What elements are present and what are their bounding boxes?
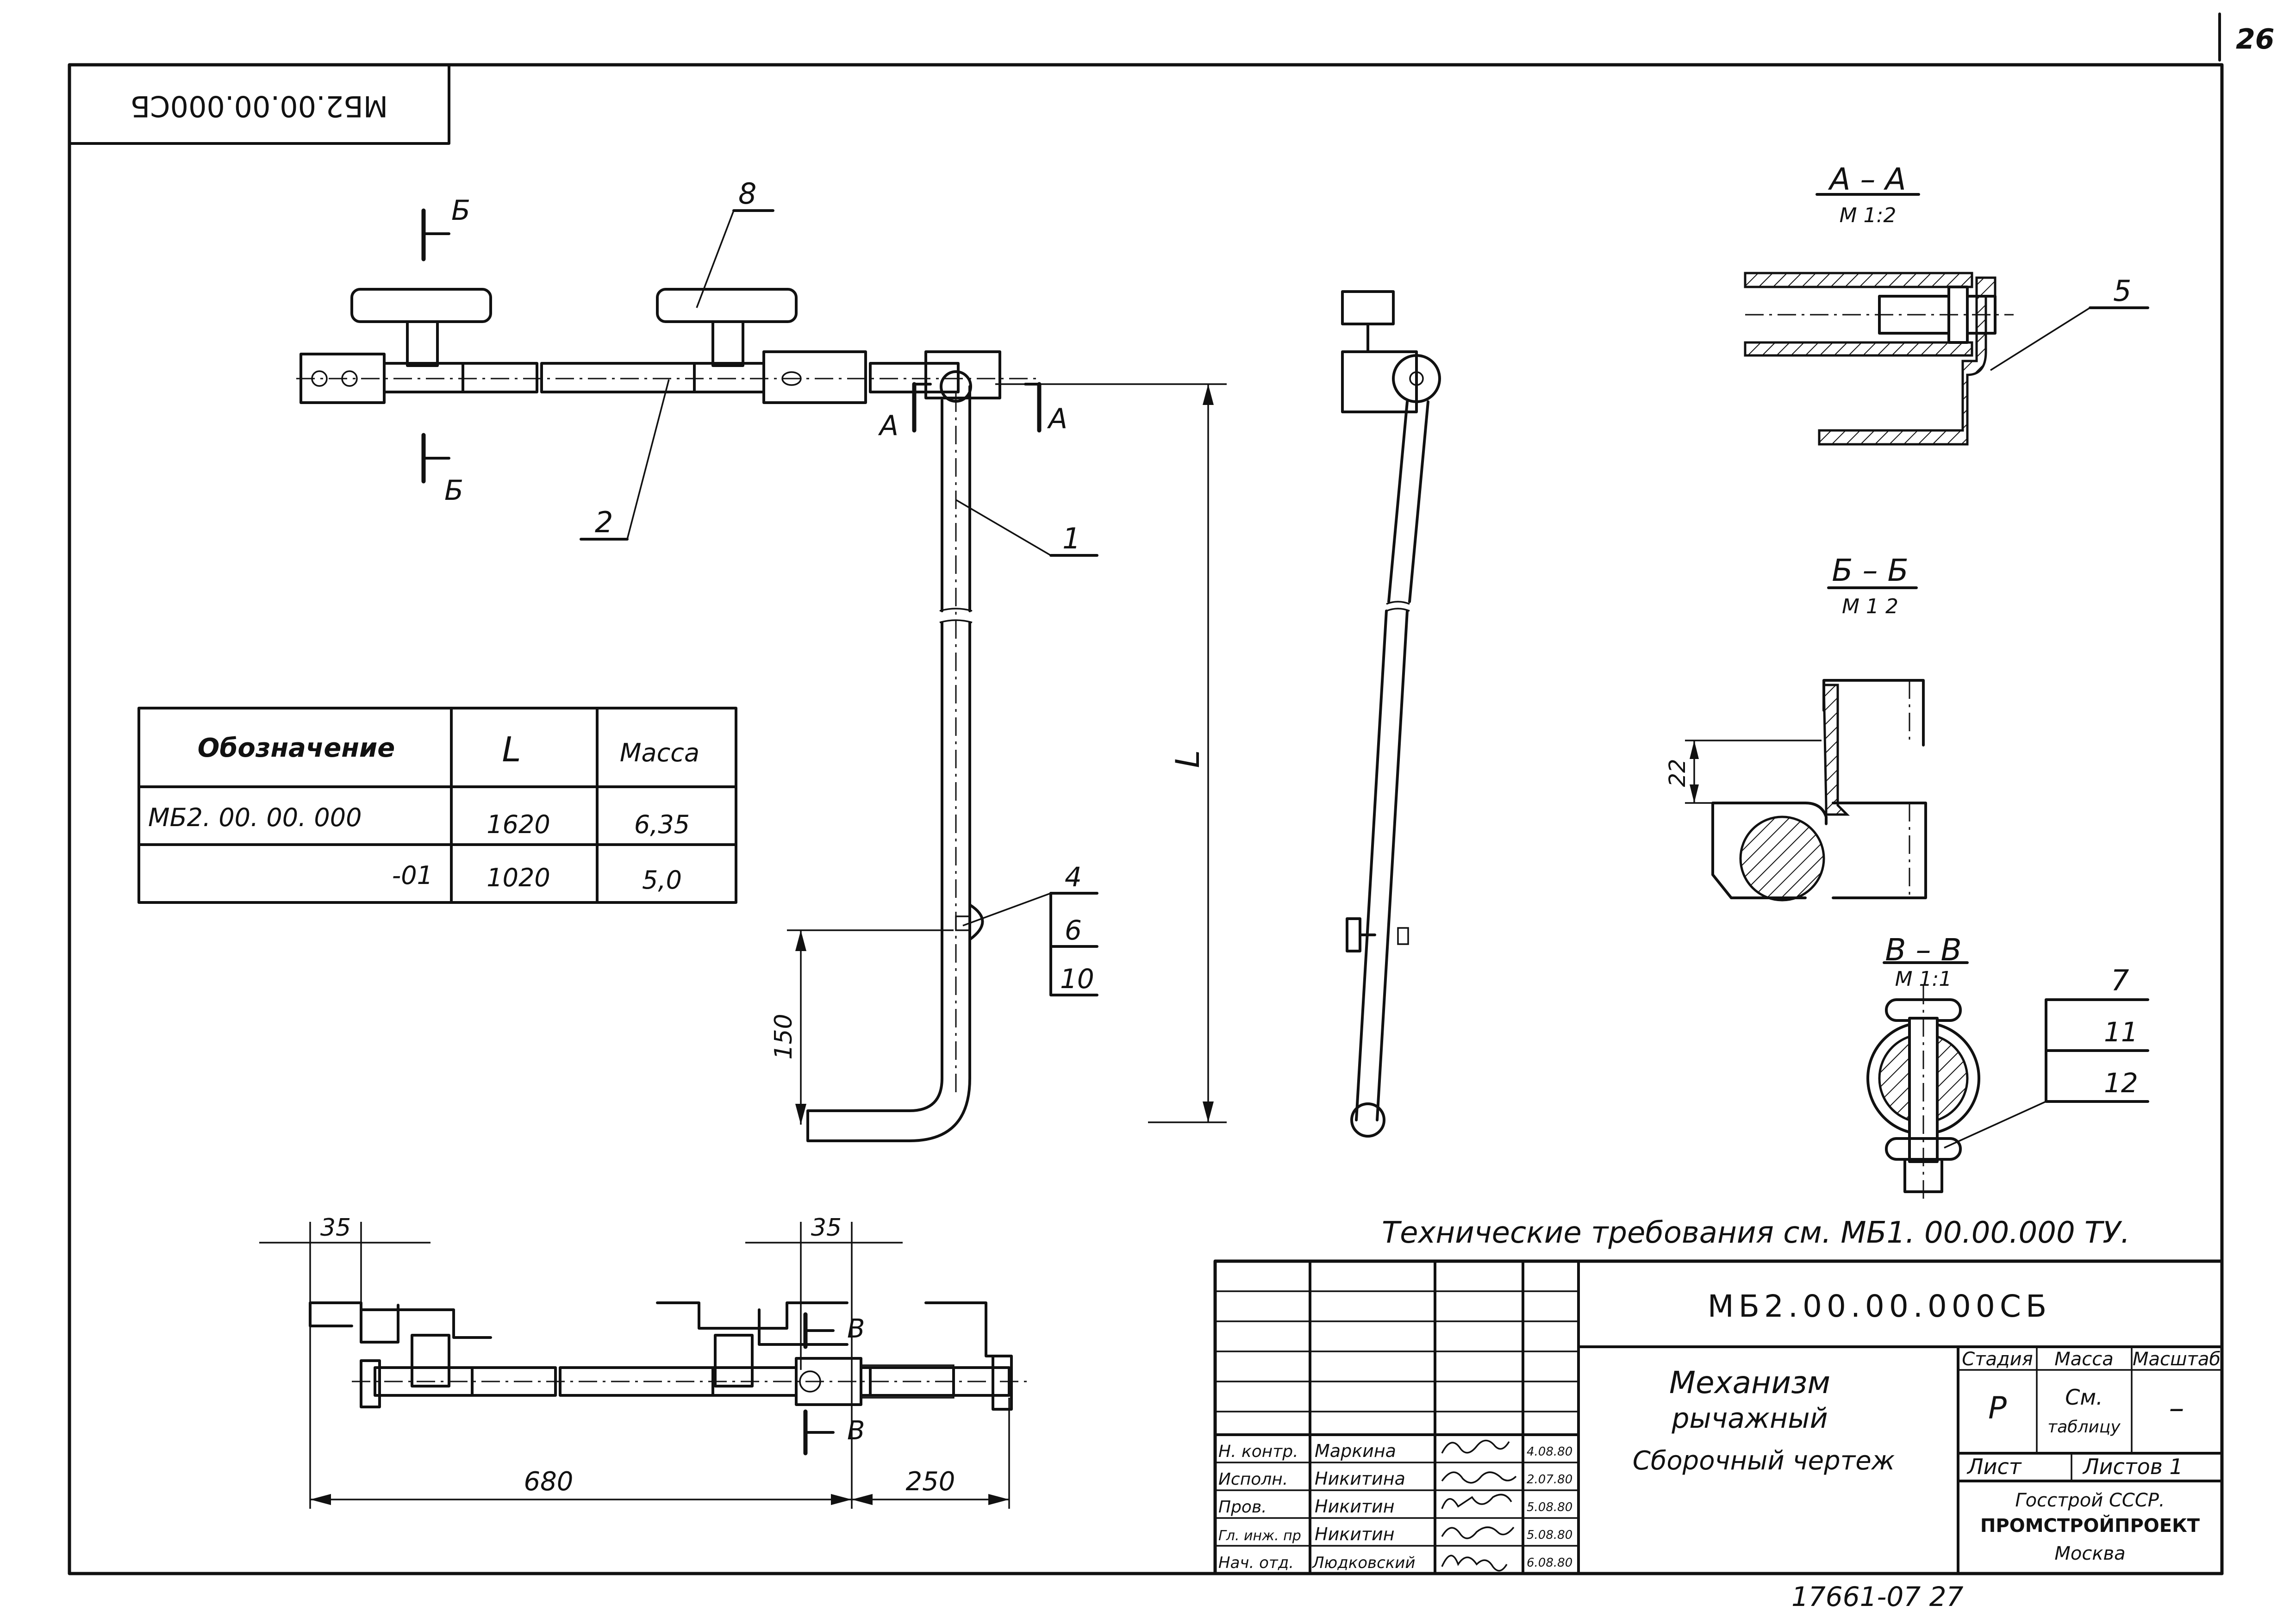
sig-date-4: 5.08.80 bbox=[1527, 1528, 1572, 1542]
section-b-top-label: Б bbox=[451, 194, 470, 227]
sheet-number: 26 bbox=[2236, 23, 2275, 56]
dimension-35-left: 35 bbox=[320, 1214, 351, 1242]
section-bb-title: Б – Б bbox=[1832, 553, 1909, 588]
section-aa bbox=[1744, 193, 2149, 446]
dimension-L-label: L bbox=[1169, 750, 1207, 768]
leaders-main bbox=[580, 209, 1098, 996]
table-row-2-L: 1020 bbox=[487, 863, 550, 892]
position-1: 1 bbox=[1062, 522, 1080, 555]
side-view bbox=[1341, 290, 1441, 1138]
position-4: 4 bbox=[1065, 861, 1082, 893]
section-vv bbox=[1866, 961, 2149, 1203]
section-marker-b bbox=[421, 208, 450, 484]
org-line-1: Госстрой СССР. bbox=[2015, 1490, 2165, 1511]
position-8: 8 bbox=[738, 177, 756, 211]
dimension-35-right: 35 bbox=[811, 1214, 842, 1242]
sig-name-5: Людковский bbox=[1311, 1554, 1416, 1572]
table-row-1-mass: 6,35 bbox=[634, 810, 690, 839]
dimension-L bbox=[995, 383, 1227, 1123]
bottom-dimensions bbox=[259, 1222, 1010, 1509]
variants-table bbox=[137, 707, 737, 904]
table-row-1-L: 1620 bbox=[487, 810, 550, 839]
title-block-name-3: Сборочный чертеж bbox=[1633, 1446, 1895, 1476]
section-v-top-label: В bbox=[847, 1314, 865, 1344]
table-row-2-mass: 5,0 bbox=[642, 865, 682, 895]
section-vv-title: В – В bbox=[1885, 932, 1962, 968]
sheet-label: Лист bbox=[1966, 1454, 2022, 1479]
sig-role-2: Исполн. bbox=[1218, 1470, 1288, 1489]
dimension-680: 680 bbox=[524, 1467, 574, 1497]
sig-name-2: Никитина bbox=[1315, 1468, 1405, 1489]
dimension-250: 250 bbox=[906, 1467, 955, 1497]
top-view bbox=[296, 288, 1037, 1142]
table-row-1-designation: МБ2. 00. 00. 000 bbox=[148, 803, 362, 832]
bottom-view bbox=[309, 1301, 1028, 1456]
scale-header: Масштаб bbox=[2133, 1349, 2221, 1370]
position-11: 11 bbox=[2104, 1016, 2138, 1048]
sheets-label: Листов 1 bbox=[2082, 1454, 2183, 1479]
mass-header: Масса bbox=[2054, 1349, 2114, 1370]
dimension-150 bbox=[787, 929, 954, 1125]
sig-date-5: 6.08.80 bbox=[1527, 1556, 1572, 1570]
signature-rows: Н. контр. Маркина 4.08.80 Исполн. Никити… bbox=[1218, 1441, 1572, 1572]
sig-date-2: 2.07.80 bbox=[1527, 1473, 1572, 1487]
section-aa-scale: М 1:2 bbox=[1840, 204, 1897, 227]
sig-date-3: 5.08.80 bbox=[1527, 1500, 1572, 1514]
position-12: 12 bbox=[2104, 1067, 2138, 1099]
position-2: 2 bbox=[595, 505, 613, 539]
table-header-designation: Обозначение bbox=[198, 733, 395, 763]
sig-name-3: Никитин bbox=[1315, 1496, 1395, 1517]
stage-value: Р bbox=[1988, 1390, 2007, 1426]
dimension-22-label: 22 bbox=[1665, 759, 1691, 787]
title-block bbox=[1213, 1259, 2224, 1575]
section-a-right-label: А bbox=[1047, 403, 1067, 435]
stage-header: Стадия bbox=[1962, 1349, 2033, 1370]
dimension-150-label: 150 bbox=[770, 1014, 798, 1059]
org-line-3: Москва bbox=[2054, 1543, 2125, 1564]
section-bb bbox=[1685, 586, 1927, 902]
title-block-designation: МБ2.00.00.000СБ bbox=[1708, 1288, 2051, 1324]
scale-value: – bbox=[2169, 1390, 2184, 1426]
sig-date-1: 4.08.80 bbox=[1527, 1445, 1572, 1459]
table-header-mass: Масса bbox=[620, 738, 699, 767]
footer-code: 17661-07 27 bbox=[1791, 1581, 1964, 1612]
handwritten-signatures bbox=[1441, 1439, 1517, 1572]
sig-role-3: Пров. bbox=[1218, 1498, 1267, 1517]
tech-requirements: Технические требования см. МБ1. 00.00.00… bbox=[1382, 1216, 2130, 1250]
mass-value-2: таблицу bbox=[2047, 1418, 2121, 1437]
sig-name-1: Маркина bbox=[1315, 1441, 1396, 1461]
position-5: 5 bbox=[2113, 274, 2131, 308]
position-6: 6 bbox=[1065, 915, 1082, 946]
section-vv-scale: М 1:1 bbox=[1895, 967, 1952, 991]
position-10: 10 bbox=[1060, 963, 1094, 995]
table-row-2-designation: -01 bbox=[392, 861, 433, 890]
sig-role-1: Н. контр. bbox=[1218, 1442, 1298, 1461]
section-aa-title: А – А bbox=[1828, 162, 1906, 197]
section-v-bottom-label: В bbox=[847, 1416, 865, 1446]
sig-name-4: Никитин bbox=[1315, 1524, 1395, 1544]
sheet-frame bbox=[68, 12, 2224, 1575]
table-header-L: L bbox=[502, 730, 521, 770]
title-block-name-2: рычажный bbox=[1671, 1402, 1828, 1435]
sig-role-5: Нач. отд. bbox=[1218, 1554, 1294, 1572]
section-a-left-label: А bbox=[878, 410, 898, 442]
org-line-2: ПРОМСТРОЙПРОЕКТ bbox=[1980, 1514, 2200, 1537]
position-7: 7 bbox=[2111, 964, 2129, 997]
rotated-designation-box: МБ2.00.00.000СБ bbox=[68, 63, 450, 145]
sig-role-4: Гл. инж. пр bbox=[1218, 1528, 1301, 1544]
mass-value-1: См. bbox=[2065, 1385, 2103, 1410]
rotated-designation: МБ2.00.00.000СБ bbox=[131, 89, 388, 123]
section-bb-scale: М 1 2 bbox=[1842, 595, 1898, 618]
title-block-name-1: Механизм bbox=[1669, 1365, 1830, 1400]
section-b-bottom-label: Б bbox=[444, 474, 463, 507]
